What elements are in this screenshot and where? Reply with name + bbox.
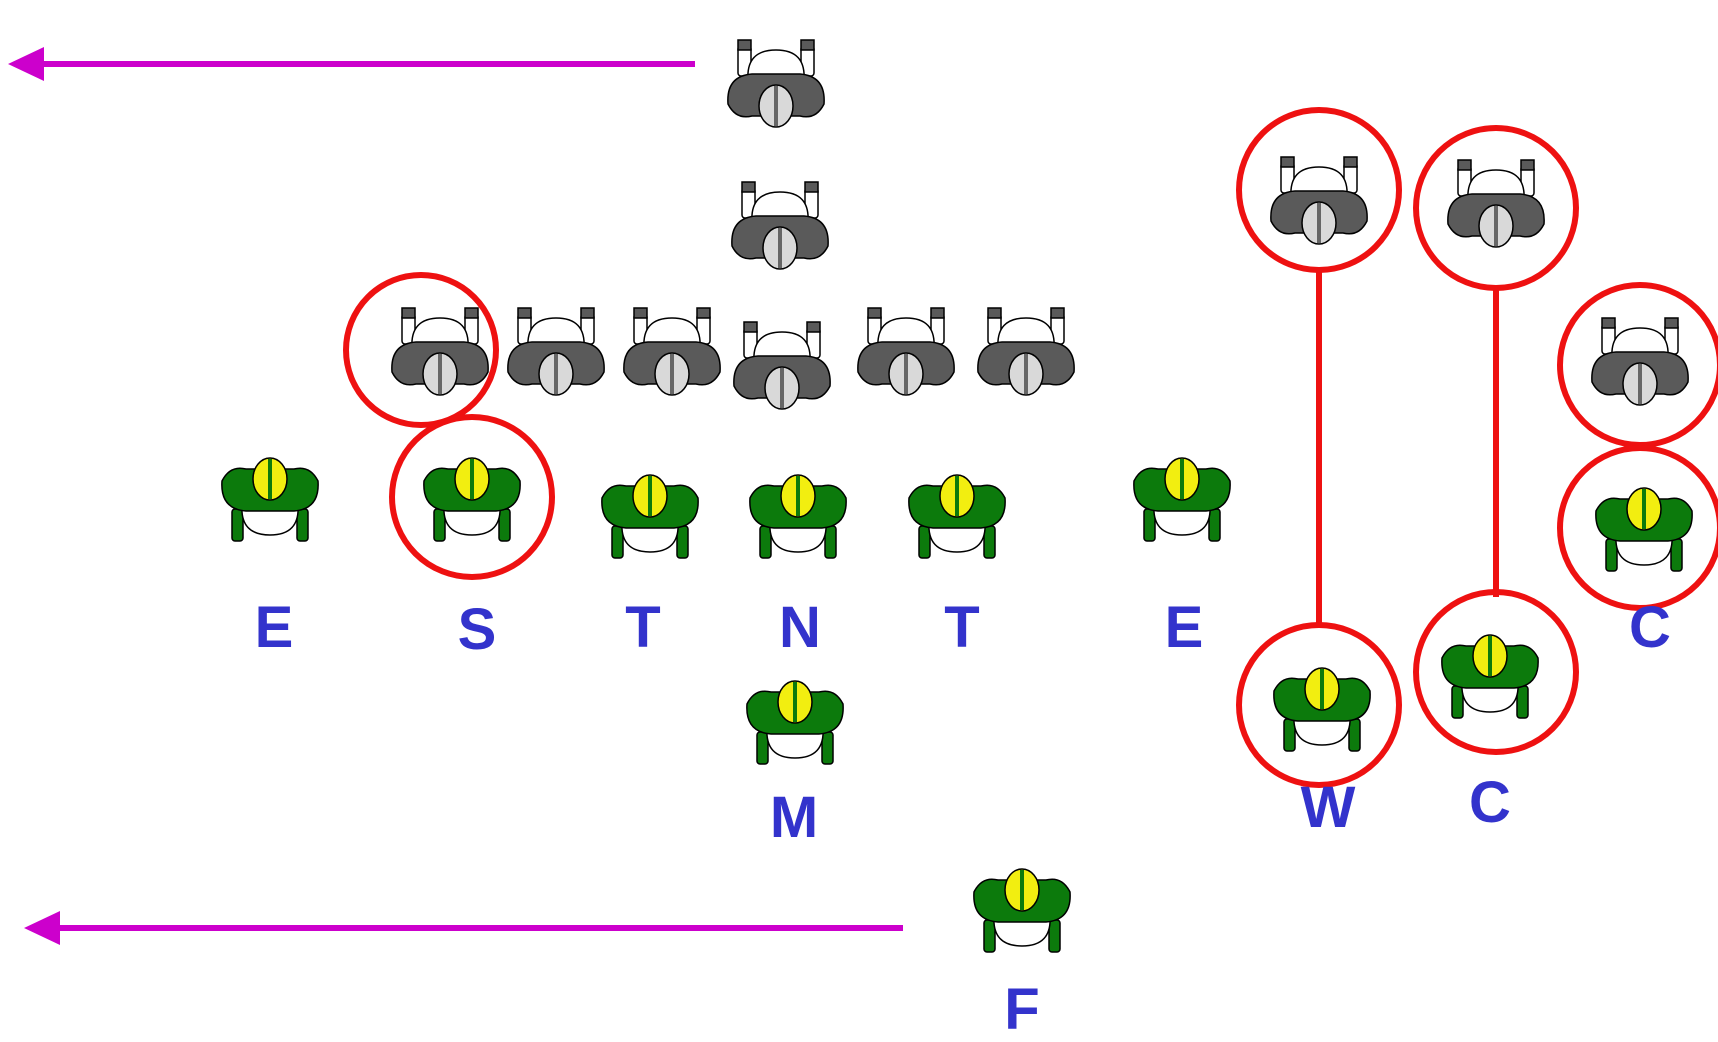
label-end-left: E [254,595,294,660]
defensive-player-icon [601,474,699,559]
defensive-player-icon [749,474,847,559]
label-corner-far: C [1629,595,1671,660]
defensive-player-icon [973,868,1071,953]
offensive-player-icon [977,307,1075,396]
offensive-player-icon [507,307,605,396]
defensive-player-icon [1595,487,1693,572]
label-mike: M [769,785,819,850]
label-strong-end: S [457,597,497,662]
highlight-circle [389,414,555,580]
motion-arrow-top [8,47,695,81]
label-tackle-right: T [944,595,980,660]
highlight-circle [343,272,499,428]
defensive-player-icon [746,680,844,765]
defensive-player-icon [423,457,521,542]
offensive-player-icon [727,39,825,128]
motion-arrow-bottom [24,911,903,945]
offensive-player-icon [391,307,489,396]
defensive-player-icon [1133,457,1231,542]
offensive-player-icon [857,307,955,396]
label-will: W [1300,775,1356,840]
label-end-right: E [1164,595,1204,660]
highlight-circle [1413,589,1579,755]
offensive-player-icon [1591,317,1689,406]
label-tackle-left: T [625,595,661,660]
defensive-player-icon [221,457,319,542]
label-nose: N [779,595,821,660]
highlight-circle [1236,622,1402,788]
highlight-circle [1557,445,1718,611]
offensive-player-icon [623,307,721,396]
defensive-player-icon [1273,667,1371,752]
defensive-player-icon [1441,634,1539,719]
offensive-player-icon [731,181,829,270]
offensive-player-icon [733,321,831,410]
offensive-player-icon [1447,159,1545,248]
label-corner-right: C [1469,770,1511,835]
highlight-circle [1413,125,1579,291]
offensive-player-icon [1270,156,1368,245]
label-free-safety: F [1004,977,1040,1042]
defensive-player-icon [908,474,1006,559]
highlight-circle [1236,107,1402,273]
